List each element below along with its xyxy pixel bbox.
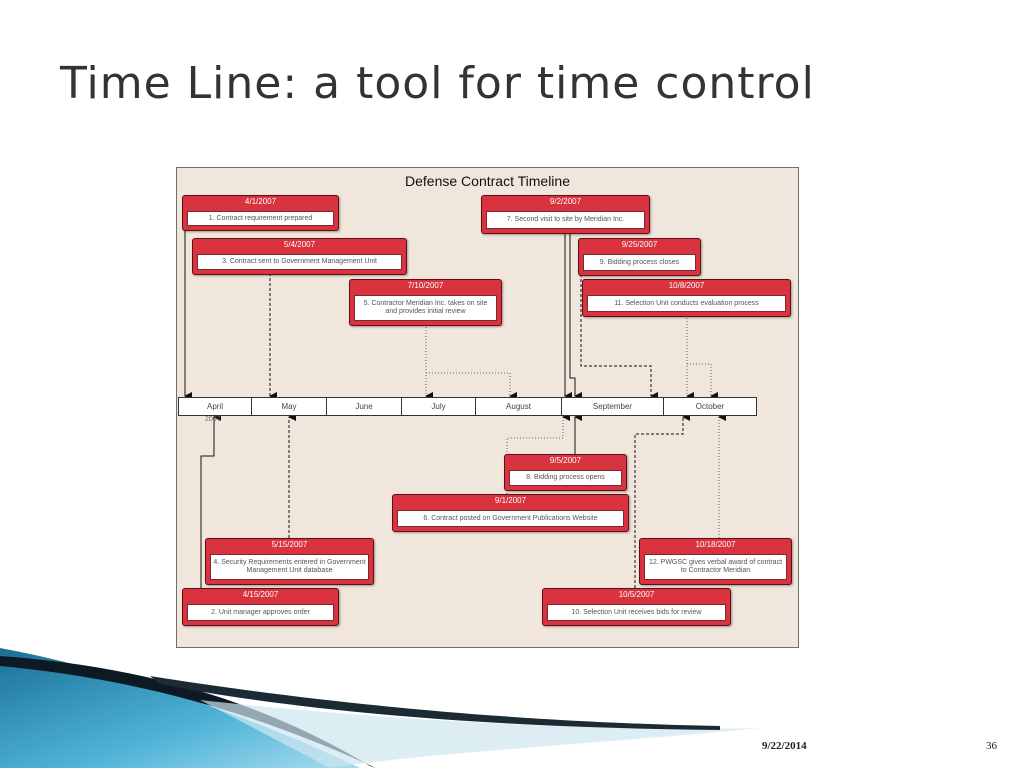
event-3: 5/4/2007 3. Contract sent to Government … — [192, 238, 407, 275]
event-7: 9/2/2007 7. Second visit to site by Meri… — [481, 195, 650, 234]
event-text: 4. Security Requirements entered in Gove… — [210, 554, 369, 580]
event-text: 11. Selection Unit conducts evaluation p… — [587, 295, 786, 312]
event-date: 9/5/2007 — [549, 456, 582, 465]
event-text: 3. Contract sent to Government Managemen… — [197, 254, 402, 270]
timeline-title: Defense Contract Timeline — [405, 173, 570, 189]
event-12: 10/18/2007 12. PWGSC gives verbal award … — [639, 538, 792, 585]
event-2: 4/15/2007 2. Unit manager approves order — [182, 588, 339, 626]
event-date: 9/25/2007 — [621, 240, 658, 249]
connector-2 — [200, 413, 221, 588]
event-date: 4/1/2007 — [244, 197, 277, 206]
month-axis: April May June July August September Oct… — [178, 397, 757, 416]
connector-9 — [580, 274, 658, 400]
event-6: 9/1/2007 6. Contract posted on Governmen… — [392, 494, 629, 532]
event-date: 4/15/2007 — [242, 590, 279, 599]
month-august: August — [475, 397, 562, 416]
event-9: 9/25/2007 9. Bidding process closes — [578, 238, 701, 276]
event-date: 10/18/2007 — [695, 540, 736, 549]
axis-year-label: 2007 — [205, 416, 221, 423]
event-11: 10/8/2007 11. Selection Unit conducts ev… — [582, 279, 791, 317]
connector-lines — [184, 229, 726, 588]
event-text: 5. Contractor Meridian Inc. takes on sit… — [354, 295, 497, 321]
event-text: 12. PWGSC gives verbal award of contract… — [644, 554, 787, 580]
month-june: June — [326, 397, 402, 416]
event-text: 6. Contract posted on Government Publica… — [397, 510, 624, 527]
event-5: 7/10/2007 5. Contractor Meridian Inc. ta… — [349, 279, 502, 326]
event-date: 9/1/2007 — [494, 496, 527, 505]
page-number: 36 — [986, 740, 997, 752]
event-text: 7. Second visit to site by Meridian Inc. — [486, 211, 645, 229]
event-date: 5/15/2007 — [271, 540, 308, 549]
event-date: 9/2/2007 — [549, 197, 582, 206]
event-text: 9. Bidding process closes — [583, 254, 696, 271]
event-text: 2. Unit manager approves order — [187, 604, 334, 621]
defense-contract-timeline: Defense Contract Timeline April May — [176, 167, 799, 648]
event-4: 5/15/2007 4. Security Requirements enter… — [205, 538, 374, 585]
connector-5b — [426, 372, 517, 400]
decorative-swoosh — [0, 648, 760, 768]
month-october: October — [663, 397, 757, 416]
slide-title: Time Line: a tool for time control — [60, 58, 815, 109]
event-text: 1. Contract requirement prepared — [187, 211, 334, 226]
footer-date: 9/22/2014 — [762, 740, 807, 752]
month-may: May — [251, 397, 327, 416]
connector-7b — [569, 232, 582, 400]
month-september: September — [561, 397, 664, 416]
event-date: 7/10/2007 — [407, 281, 444, 290]
event-date: 10/8/2007 — [668, 281, 705, 290]
event-date: 10/5/2007 — [618, 590, 655, 599]
event-10: 10/5/2007 10. Selection Unit receives bi… — [542, 588, 731, 626]
event-date: 5/4/2007 — [283, 240, 316, 249]
event-1: 4/1/2007 1. Contract requirement prepare… — [182, 195, 339, 231]
month-april: April — [178, 397, 252, 416]
event-text: 10. Selection Unit receives bids for rev… — [547, 604, 726, 621]
connector-10 — [634, 413, 690, 588]
month-july: July — [401, 397, 476, 416]
connector-11b — [687, 363, 718, 400]
event-text: 8. Bidding process opens — [509, 470, 622, 486]
event-8: 9/5/2007 8. Bidding process opens — [504, 454, 627, 491]
